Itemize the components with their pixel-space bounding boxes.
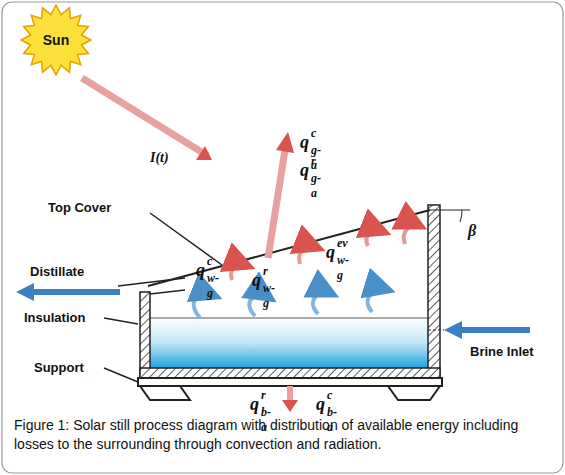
heat-flow-arrow [313,292,332,314]
flux-subscript: w-g [337,253,349,283]
flux-subscript: g-a [311,171,321,201]
flux-superscript: r [261,388,266,403]
sun-shape: Sun [20,4,92,76]
heat-flow-arrow [404,225,420,244]
flux-subscript: b-a [261,405,271,435]
part-label: Distillate [30,264,84,279]
figure-caption: Figure 1: Solar still process diagram wi… [14,416,550,454]
part-label: Brine Inlet [470,344,534,359]
flux-superscript: c [207,254,212,269]
sun-label: Sun [20,32,92,48]
heat-flow-arrow [368,289,388,312]
angle-label: β [468,222,476,240]
flux-symbol: q [326,242,335,263]
heat-flow-arrow [299,247,318,264]
flux-subscript: w-g [207,271,219,301]
flux-subscript: w-g [263,281,275,311]
flux-superscript: c [311,126,316,141]
part-label: Insulation [24,310,85,325]
flux-superscript: r [263,264,268,279]
flux-subscript: b-a [327,405,337,435]
flux-symbol: q [252,270,261,291]
flux-symbol: q [300,160,309,181]
flux-symbol: q [196,260,205,281]
part-label: Top Cover [48,200,111,215]
irradiance-label: I(t) [150,150,169,166]
flux-superscript: r [311,154,316,169]
flux-symbol: q [250,394,259,415]
flux-symbol: q [300,132,309,153]
flux-superscript: c [327,388,332,403]
part-label: Support [34,360,84,375]
flux-superscript: ev [337,236,348,251]
heat-flow-arrow [231,265,248,280]
flux-symbol: q [316,394,325,415]
heat-flow-arrow [366,231,384,246]
